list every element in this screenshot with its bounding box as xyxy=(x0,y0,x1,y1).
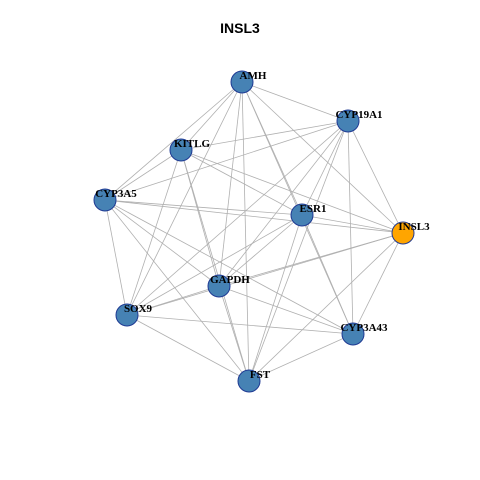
node-esr1[interactable] xyxy=(290,203,314,227)
edge-amh-insl3 xyxy=(241,81,404,234)
node-label-amh: AMH xyxy=(240,70,267,82)
edge-kitlg-insl3 xyxy=(180,149,404,234)
edge-esr1-sox9 xyxy=(126,214,303,316)
edge-gapdh-cyp3a43 xyxy=(218,285,354,335)
edge-esr1-cyp3a43 xyxy=(301,214,354,335)
edge-insl3-cyp3a43 xyxy=(352,232,404,335)
edge-cyp19a1-esr1 xyxy=(301,120,349,216)
node-layer xyxy=(93,70,415,393)
node-label-kitlg: KITLG xyxy=(174,138,211,150)
node-label-gapdh: GAPDH xyxy=(210,274,250,286)
edge-cyp19a1-insl3 xyxy=(347,120,404,234)
edge-amh-cyp19a1 xyxy=(241,81,349,122)
node-fst[interactable] xyxy=(237,369,261,393)
edge-kitlg-esr1 xyxy=(180,149,303,216)
edge-cyp3a43-fst xyxy=(248,333,354,382)
edge-layer xyxy=(104,81,404,382)
edge-cyp19a1-gapdh xyxy=(218,120,349,287)
edge-insl3-sox9 xyxy=(126,232,404,316)
edge-cyp19a1-kitlg xyxy=(180,120,349,151)
edge-amh-cyp3a5 xyxy=(104,81,243,201)
edge-cyp19a1-fst xyxy=(248,120,349,382)
graph-title: INSL3 xyxy=(220,20,260,36)
edge-cyp19a1-cyp3a5 xyxy=(104,120,349,201)
node-label-cyp19a1: CYP19A1 xyxy=(335,109,382,121)
edge-insl3-fst xyxy=(248,232,404,382)
edge-esr1-gapdh xyxy=(218,214,303,287)
edge-cyp3a5-insl3 xyxy=(104,199,404,234)
node-label-cyp3a5: CYP3A5 xyxy=(95,188,137,200)
edge-amh-sox9 xyxy=(126,81,243,316)
edge-gapdh-fst xyxy=(218,285,250,382)
node-label-insl3: INSL3 xyxy=(398,221,430,233)
node-label-fst: FST xyxy=(250,369,271,381)
edge-esr1-fst xyxy=(248,214,303,382)
node-label-esr1: ESR1 xyxy=(300,203,327,215)
edge-amh-fst xyxy=(241,81,250,382)
edge-cyp3a5-esr1 xyxy=(104,199,303,216)
edge-cyp19a1-sox9 xyxy=(126,120,349,316)
edge-cyp3a5-fst xyxy=(104,199,250,382)
edge-amh-kitlg xyxy=(180,81,243,151)
edge-gapdh-sox9 xyxy=(126,285,220,316)
edge-esr1-insl3 xyxy=(301,214,404,234)
node-label-sox9: SOX9 xyxy=(124,303,153,315)
edge-cyp3a5-cyp3a43 xyxy=(104,199,354,335)
edge-cyp3a5-sox9 xyxy=(104,199,128,316)
edge-cyp3a5-gapdh xyxy=(104,199,220,287)
edge-kitlg-sox9 xyxy=(126,149,182,316)
edge-sox9-fst xyxy=(126,314,250,382)
edge-kitlg-fst xyxy=(180,149,250,382)
edge-sox9-cyp3a43 xyxy=(126,314,354,335)
node-kitlg[interactable] xyxy=(169,138,193,162)
node-cyp3a5[interactable] xyxy=(93,188,117,212)
node-insl3[interactable] xyxy=(391,221,415,245)
edge-amh-gapdh xyxy=(218,81,243,287)
node-sox9[interactable] xyxy=(115,303,139,327)
edge-kitlg-cyp3a5 xyxy=(104,149,182,201)
node-cyp19a1[interactable] xyxy=(336,109,360,133)
node-cyp3a43[interactable] xyxy=(341,322,365,346)
node-gapdh[interactable] xyxy=(207,274,231,298)
node-amh[interactable] xyxy=(230,70,254,94)
node-label-cyp3a43: CYP3A43 xyxy=(340,322,388,334)
